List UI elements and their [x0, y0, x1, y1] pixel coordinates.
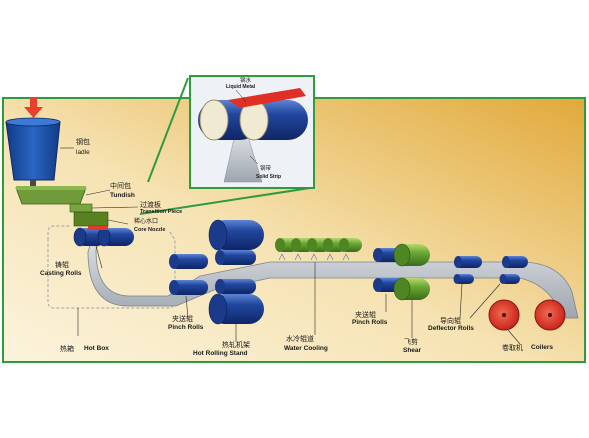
inset-solid-en: Solid Strip [256, 174, 281, 180]
tundish [15, 186, 87, 205]
coiler-1-hub [502, 313, 506, 317]
pinch-roll-1-bottom [170, 280, 208, 295]
cooling-roll-end [339, 238, 349, 252]
ladle-label-cn: 钢包 [76, 139, 90, 146]
tundish-label-cn: 中间包 [110, 183, 131, 190]
coilers [488, 299, 566, 331]
work-roll-bottom-end [215, 279, 225, 294]
inset-liquid-en: Liquid Metal [226, 84, 256, 90]
ladle-rim [5, 117, 61, 127]
coilers-label-en: Coilers [531, 344, 554, 351]
pinch-rolls-2-label-cn: 夹送辊 [355, 312, 376, 319]
backup-roll-bottom-end [208, 293, 228, 325]
arrow-shaft [30, 98, 37, 108]
tundish-top [16, 186, 86, 190]
water-cooling-label-en: Water Cooling [284, 345, 328, 352]
casting-rolls-label-en: Casting Rolls [40, 270, 82, 277]
inset-roll-left-end [199, 99, 229, 141]
inset-liquid-cn: 钢水 [240, 78, 252, 84]
ladle-nozzle [30, 180, 36, 188]
deflector-rolls [453, 256, 528, 284]
hot-rolling-stand [208, 219, 264, 325]
shear-label-en: Shear [403, 347, 422, 354]
water-cooling-rolls [275, 238, 362, 261]
cooling-roll [339, 238, 362, 252]
casting-roll-left-end [73, 227, 87, 247]
ladle-label-en: ladle [76, 149, 90, 156]
hot-rolling-label-en: Hot Rolling Stand [193, 350, 248, 357]
cooling-roll-end [291, 238, 301, 252]
shear-bottom-end [393, 277, 411, 301]
pinch-roll-1-bottom-end [169, 280, 179, 295]
transition-piece [69, 203, 93, 213]
pinch-rolls-1-label-cn: 夹送辊 [172, 316, 193, 323]
pinch-roll-1-top-end [169, 254, 179, 269]
hot-rolling-label-cn: 热轧机架 [222, 342, 250, 349]
coiler-2-hub [548, 313, 552, 317]
deflector-roll-c-end [502, 256, 510, 268]
cooling-roll-end [275, 238, 285, 252]
cooling-roll-end [323, 238, 333, 252]
core-nozzle-label-en: Core Nozzle [134, 227, 166, 233]
tundish-label-en: Tundish [110, 192, 135, 199]
hot-box-label-en: Hot Box [84, 345, 109, 352]
ladle [5, 117, 61, 188]
casting-rolls-label-cn: 铸辊 [55, 262, 69, 269]
hot-box-label-cn: 热箱 [60, 346, 74, 353]
deflector-label-en: Deflector Rolls [428, 325, 474, 332]
shear-label-cn: 飞剪 [404, 339, 418, 346]
water-cooling-label-cn: 水冷辊道 [286, 336, 314, 343]
deflector-roll-b-end [453, 274, 461, 284]
tundish-body [15, 187, 87, 205]
coilers-label-cn: 卷取机 [502, 345, 523, 352]
work-roll-top [216, 250, 256, 265]
water-sprays [278, 253, 350, 261]
inset-solid-cn: 钢带 [260, 166, 272, 172]
deflector-roll-d-end [499, 274, 507, 284]
cooling-roll-end [307, 238, 317, 252]
transition-label-cn: 过渡板 [140, 202, 161, 209]
casting-rolls [73, 226, 134, 247]
casting-roll-right-end [97, 227, 111, 247]
molten-pool [88, 226, 108, 230]
pour-arrow [24, 98, 43, 118]
deflector-label-cn: 导向辊 [440, 318, 461, 325]
inset-closeup [189, 75, 315, 189]
work-roll-bottom [216, 279, 256, 294]
transition-label-en: Transition Piece [140, 209, 183, 215]
core-nozzle-label-cn: 稀心水口 [134, 219, 159, 225]
pinch-roll-2-top-end [373, 248, 383, 262]
work-roll-top-end [215, 250, 225, 265]
arrow-head [24, 107, 43, 118]
leader-lines [60, 147, 521, 345]
pinch-roll-2-bottom-end [373, 278, 383, 292]
core-nozzle [73, 211, 109, 227]
pinch-rolls-1-label-en: Pinch Rolls [168, 324, 204, 331]
backup-roll-top-end [208, 219, 228, 251]
pinch-roll-1-top [170, 254, 208, 269]
pinch-rolls-2-label-en: Pinch Rolls [352, 319, 388, 326]
deflector-roll-a-end [454, 256, 462, 268]
pinch-rolls-1 [169, 254, 208, 295]
inset-connector-right [139, 187, 311, 215]
ladle-body [5, 121, 61, 181]
inset-connector-left [147, 77, 189, 183]
inset-liquid-metal [228, 88, 306, 108]
shear-top-end [393, 243, 411, 267]
shear [393, 243, 430, 301]
